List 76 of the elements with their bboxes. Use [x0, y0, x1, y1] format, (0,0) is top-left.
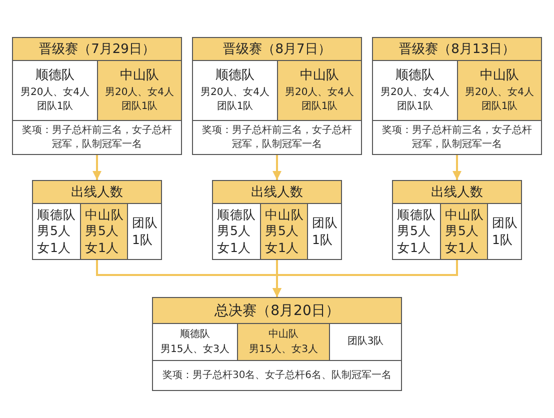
- team-name: 中山队: [265, 207, 304, 224]
- stage-title-bar: 出线人数: [213, 181, 341, 204]
- team-cell: [457, 61, 541, 120]
- stage-title-bar: 晋级赛（8月7日）: [193, 38, 361, 61]
- player-count: 男15人、女3人: [160, 343, 230, 357]
- team-name: 中山队: [445, 207, 484, 224]
- stage-box: [372, 37, 542, 155]
- stage-box: [192, 37, 362, 155]
- prize-note: 奖项：男子总杆前三名，女子总杆冠军，队制冠军一名: [21, 124, 173, 151]
- team-count-text: 1队: [312, 232, 333, 248]
- team-name: 顺德队: [396, 67, 434, 85]
- team-count-text: 团队1队: [396, 101, 434, 114]
- player-count: 女1人: [265, 240, 299, 256]
- stage-title-bar: 出线人数: [393, 181, 521, 204]
- team-count-text: 团队: [132, 215, 158, 232]
- team-cell: [260, 204, 307, 259]
- team-name: 顺德队: [397, 207, 436, 224]
- stage-title-bar: 晋级赛（7月29日）: [13, 38, 181, 61]
- team-count-text: 团队1队: [481, 101, 518, 114]
- player-count: 男5人: [37, 223, 71, 240]
- player-count: 男15人、女3人: [248, 343, 318, 357]
- team-cell: [440, 204, 487, 259]
- stage-title-bar: 总决赛（8月20日）: [153, 298, 401, 324]
- player-count: 女1人: [85, 240, 119, 256]
- stage-box: [392, 180, 522, 260]
- stage-box: [152, 297, 402, 391]
- prize-note: 奖项：男子总杆前三名，女子总杆冠军，队制冠军一名: [381, 124, 533, 151]
- player-count: 男5人: [397, 223, 431, 240]
- team-cell: [97, 61, 181, 120]
- team-cell: [237, 324, 329, 360]
- player-count: 女1人: [217, 240, 251, 256]
- player-count: 男20人、女4人: [284, 86, 354, 100]
- player-count: 男5人: [265, 223, 299, 240]
- team-count-text: 团队: [492, 215, 518, 232]
- player-count: 男5人: [85, 223, 119, 240]
- team-count-text: 团队1队: [36, 101, 74, 114]
- stage-box: [212, 180, 342, 260]
- team-count-text: 团队: [312, 215, 338, 232]
- team-count-text: 团队1队: [216, 101, 254, 114]
- team-name: 顺德队: [37, 207, 76, 224]
- stage-title-bar: 晋级赛（8月13日）: [373, 38, 541, 61]
- prize-note: 奖项：男子总杆30名、女子总杆6名、队制冠军一名: [162, 368, 392, 382]
- team-name: 顺德队: [180, 328, 210, 342]
- team-name: 顺德队: [216, 67, 254, 85]
- player-count: 男5人: [445, 223, 479, 240]
- player-count: 女1人: [37, 240, 71, 256]
- player-count: 男20人、女4人: [380, 86, 450, 100]
- team-name: 中山队: [120, 67, 159, 85]
- player-count: 男20人、女4人: [464, 86, 534, 100]
- player-count: 女1人: [397, 240, 431, 256]
- stage-box: [12, 37, 182, 155]
- player-count: 男20人、女4人: [20, 86, 90, 100]
- team-name: 中山队: [480, 67, 519, 85]
- team-count-text: 团队1队: [121, 101, 158, 114]
- team-name: 顺德队: [217, 207, 256, 224]
- team-cell: [80, 204, 127, 259]
- connector-arrow: [272, 260, 458, 297]
- connector-arrow: [92, 155, 102, 180]
- team-count-text: 团队3队: [347, 335, 384, 350]
- team-cell: [277, 61, 361, 120]
- team-count-text: 1队: [132, 232, 153, 248]
- team-name: 中山队: [85, 207, 124, 224]
- player-count: 男5人: [217, 223, 251, 240]
- team-count-text: 1队: [492, 232, 513, 248]
- connector-arrow: [452, 155, 462, 180]
- player-count: 女1人: [445, 240, 479, 256]
- stage-title-bar: 出线人数: [33, 181, 161, 204]
- player-count: 男20人、女4人: [104, 86, 174, 100]
- stage-box: [32, 180, 162, 260]
- team-name: 中山队: [300, 67, 339, 85]
- team-count-text: 团队1队: [301, 101, 338, 114]
- team-name: 中山队: [268, 328, 298, 342]
- team-name: 顺德队: [36, 67, 74, 85]
- player-count: 男20人、女4人: [200, 86, 270, 100]
- prize-note: 奖项：男子总杆前三名，女子总杆冠军，队制冠军一名: [201, 124, 353, 151]
- connector-arrow: [272, 155, 282, 180]
